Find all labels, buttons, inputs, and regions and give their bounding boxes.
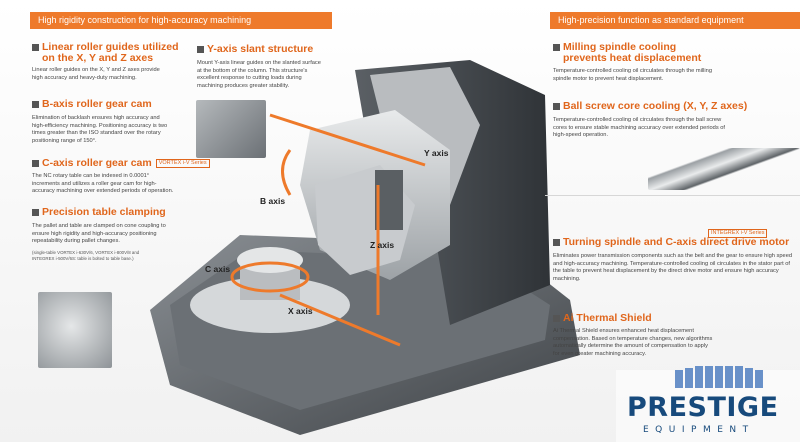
y-axis-arrow [269,113,426,167]
thermal-shield-title: Ai Thermal Shield [553,313,652,324]
table-clamping-photo [38,292,112,368]
b-axis-cam-title: B-axis roller gear cam [32,99,152,110]
ball-screw-title: Ball screw core cooling (X, Y, Z axes) [553,101,747,112]
y-axis-slant-body: Mount Y-axis linear guides on the slante… [197,60,321,89]
logo-subtitle: EQUIPMENT [643,425,755,435]
precision-table-body: The pallet and table are clamped on cone… [32,223,166,245]
y-axis-photo [196,100,266,158]
precision-table-note: (single-table VORTEX i-630V/6, VORTEX i-… [32,250,140,261]
x-axis-arrow [279,293,401,347]
thermal-shield-body: Ai Thermal Shield ensures enhanced heat … [553,328,713,357]
c-axis-cam-body: The NC rotary table can be indexed in 0.… [32,173,174,195]
ball-screw-body: Temperature-controlled cooling oil circu… [553,117,725,139]
banner-right: High-precision function as standard equi… [550,12,800,29]
z-axis-label: Z axis [370,240,395,250]
y-axis-label: Y axis [424,148,449,158]
linear-guides-title-line1: Linear roller guides utilized [42,41,179,53]
ball-screw-photo [648,148,800,190]
logo-wordmark: PRESTIGE [627,392,779,423]
prestige-logo-icon [675,366,763,388]
c-axis-series-badge: VORTEX i-V Series [155,159,210,168]
precision-table-title: Precision table clamping [32,207,166,218]
y-axis-slant-title: Y-axis slant structure [197,44,313,55]
milling-spindle-body: Temperature-controlled cooling oil circu… [553,68,713,82]
milling-spindle-title: Milling spindle cooling prevents heat di… [553,42,701,64]
c-axis-cam-title-text: C-axis roller gear cam [42,157,152,169]
b-axis-label: B axis [260,196,286,206]
x-axis-label: X axis [288,306,313,316]
b-axis-arrow [281,149,292,196]
c-axis-arrow [230,261,310,293]
banner-left: High rigidity construction for high-accu… [30,12,332,29]
section-divider [545,195,800,196]
milling-spindle-title-line2: prevents heat displacement [563,52,702,64]
turning-spindle-title: Turning spindle and C-axis direct drive … [553,237,789,248]
b-axis-cam-body: Elimination of backlash ensures high acc… [32,115,168,144]
milling-spindle-title-line1: Milling spindle cooling [563,41,677,53]
turning-spindle-body: Eliminates power transmission components… [553,253,793,282]
c-axis-label: C axis [205,264,231,274]
linear-guides-title: Linear roller guides utilized on the X, … [32,42,179,64]
linear-guides-body: Linear roller guides on the X, Y and Z a… [32,67,160,81]
machine-illustration [150,60,580,435]
linear-guides-title-line2: on the X, Y and Z axes [42,52,154,64]
rotary-table [190,277,350,333]
integrex-series-badge: INTEGREX i-V Series [708,229,768,238]
